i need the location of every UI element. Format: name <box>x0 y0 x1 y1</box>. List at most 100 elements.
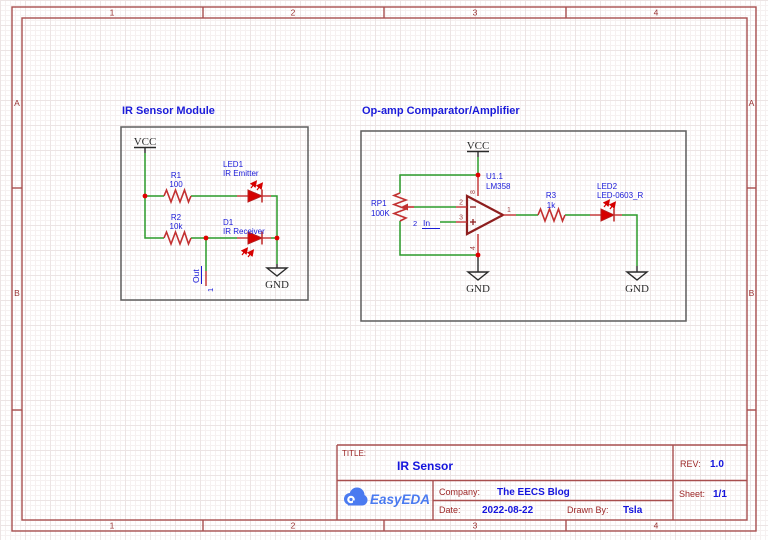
d1-symbol[interactable]: D1 IR Receiver <box>223 218 271 258</box>
diode-body <box>600 208 616 222</box>
wire-segment[interactable] <box>622 214 638 266</box>
ref-label[interactable]: RP1 <box>371 199 387 208</box>
vcc-label: VCC <box>134 136 157 148</box>
ref-label[interactable]: U1.1 <box>486 172 503 181</box>
rev-value[interactable]: 1.0 <box>710 459 724 470</box>
wire-segment[interactable] <box>144 153 164 239</box>
date-field-label: Date: <box>439 505 461 515</box>
sheet-frame: 1 2 3 4 1 2 3 4 A B A B <box>11 6 757 532</box>
diode-body <box>247 231 264 245</box>
value-label[interactable]: IR Emitter <box>223 169 259 178</box>
frame-col-label: 2 <box>291 521 296 531</box>
frame-row-label: B <box>14 288 20 298</box>
value-label[interactable]: 100K <box>371 209 390 218</box>
junction-dot <box>142 193 148 199</box>
emit-arrow <box>602 199 611 208</box>
module-box[interactable] <box>120 126 309 301</box>
title-field-label: TITLE: <box>342 449 366 458</box>
module-heading[interactable]: Op-amp Comparator/Amplifier <box>362 105 520 117</box>
easyeda-cloud-icon <box>344 487 368 506</box>
port-in[interactable]: 2 In <box>413 218 440 229</box>
gnd-triangle <box>625 271 649 281</box>
port-pin-number: 2 <box>413 219 417 228</box>
frame-col-label: 1 <box>110 521 115 531</box>
frame-row-label: B <box>749 288 755 298</box>
pin-number: 1 <box>507 207 511 214</box>
company-value[interactable]: The EECS Blog <box>497 487 570 498</box>
port-label[interactable]: Out <box>191 269 201 283</box>
wire-segment[interactable] <box>399 221 478 256</box>
port-out[interactable]: Out 1 <box>191 266 215 292</box>
resistor-body <box>163 187 192 205</box>
gnd-triangle <box>466 271 490 281</box>
diode-body <box>247 189 264 203</box>
easyeda-logo: EasyEDA <box>344 487 430 507</box>
gnd-label: GND <box>625 283 649 295</box>
module-box[interactable] <box>360 130 687 322</box>
value-label[interactable]: LM358 <box>486 182 511 191</box>
ref-label[interactable]: R2 <box>171 213 182 222</box>
junction-dot <box>274 235 280 241</box>
frame-col-label: 2 <box>291 8 296 18</box>
value-label[interactable]: 1k <box>547 201 556 210</box>
vcc-label: VCC <box>467 140 490 152</box>
sheet-value[interactable]: 1/1 <box>713 489 727 500</box>
rev-field-label: REV: <box>680 459 701 469</box>
pin-number: 3 <box>459 215 463 222</box>
resistor-r2[interactable]: R2 10k <box>163 213 192 247</box>
pin-number: 4 <box>470 246 477 250</box>
drawn-by-field-label: Drawn By: <box>567 505 609 515</box>
ref-label[interactable]: LED2 <box>597 182 618 191</box>
pin-number: 8 <box>470 190 477 194</box>
value-label[interactable]: 100 <box>169 180 183 189</box>
pin-number: 2 <box>459 200 463 207</box>
ref-label[interactable]: D1 <box>223 218 234 227</box>
value-label[interactable]: LED-0603_R <box>597 191 643 200</box>
wiper-arrowhead <box>401 203 408 211</box>
value-label[interactable]: 10k <box>170 222 184 231</box>
ref-label[interactable]: R1 <box>171 171 182 180</box>
junction-dot <box>475 252 481 258</box>
outer-border <box>11 6 757 532</box>
gnd-netflag[interactable]: GND <box>265 264 289 291</box>
wire-segment[interactable] <box>271 195 278 264</box>
emit-arrow <box>608 201 617 210</box>
sheet-field-label: Sheet: <box>679 489 705 499</box>
drawn-by-value[interactable]: Tsla <box>623 505 643 516</box>
emit-arrow <box>249 180 258 189</box>
resistor-r1[interactable]: R1 100 <box>163 171 192 205</box>
gnd-label: GND <box>265 279 289 291</box>
value-label[interactable]: IR Receiver <box>223 227 265 236</box>
junction-dot <box>475 172 481 178</box>
gnd-netflag[interactable]: GND <box>466 255 490 295</box>
gnd-label: GND <box>466 283 490 295</box>
ref-label[interactable]: LED1 <box>223 160 244 169</box>
title-block: TITLE: IR Sensor REV: 1.0 Company: The E… <box>336 444 747 520</box>
frame-col-label: 4 <box>654 8 659 18</box>
date-value[interactable]: 2022-08-22 <box>482 505 534 516</box>
opamp-u1-symbol[interactable]: 2 3 1 8 4 U1.1 LM358 <box>456 172 516 255</box>
ir-sensor-module[interactable]: IR Sensor Module VCC R1 100 <box>120 105 309 301</box>
opamp-triangle <box>465 194 506 236</box>
easyeda-logo-text: EasyEDA <box>370 492 430 507</box>
opamp-module[interactable]: Op-amp Comparator/Amplifier VCC RP1 100K… <box>360 105 687 322</box>
frame-col-label: 3 <box>473 521 478 531</box>
company-field-label: Company: <box>439 487 480 497</box>
potentiometer-rp1[interactable]: RP1 100K <box>371 192 414 222</box>
port-label[interactable]: In <box>423 218 430 228</box>
resistor-body <box>537 206 566 224</box>
led2-symbol[interactable]: LED2 LED-0603_R <box>590 182 643 222</box>
gnd-netflag[interactable]: GND <box>625 266 649 295</box>
resistor-r3[interactable]: R3 1k <box>537 191 566 224</box>
resistor-body <box>391 192 409 222</box>
frame-col-label: 4 <box>654 521 659 531</box>
module-heading[interactable]: IR Sensor Module <box>122 105 215 117</box>
led1-symbol[interactable]: LED1 IR Emitter <box>223 160 271 203</box>
port-pin-number: 1 <box>206 288 215 292</box>
title-value[interactable]: IR Sensor <box>397 459 453 473</box>
wire-segment[interactable] <box>399 174 478 193</box>
vcc-netflag[interactable]: VCC <box>467 140 490 157</box>
ref-label[interactable]: R3 <box>546 191 557 200</box>
vcc-netflag[interactable]: VCC <box>134 136 157 153</box>
